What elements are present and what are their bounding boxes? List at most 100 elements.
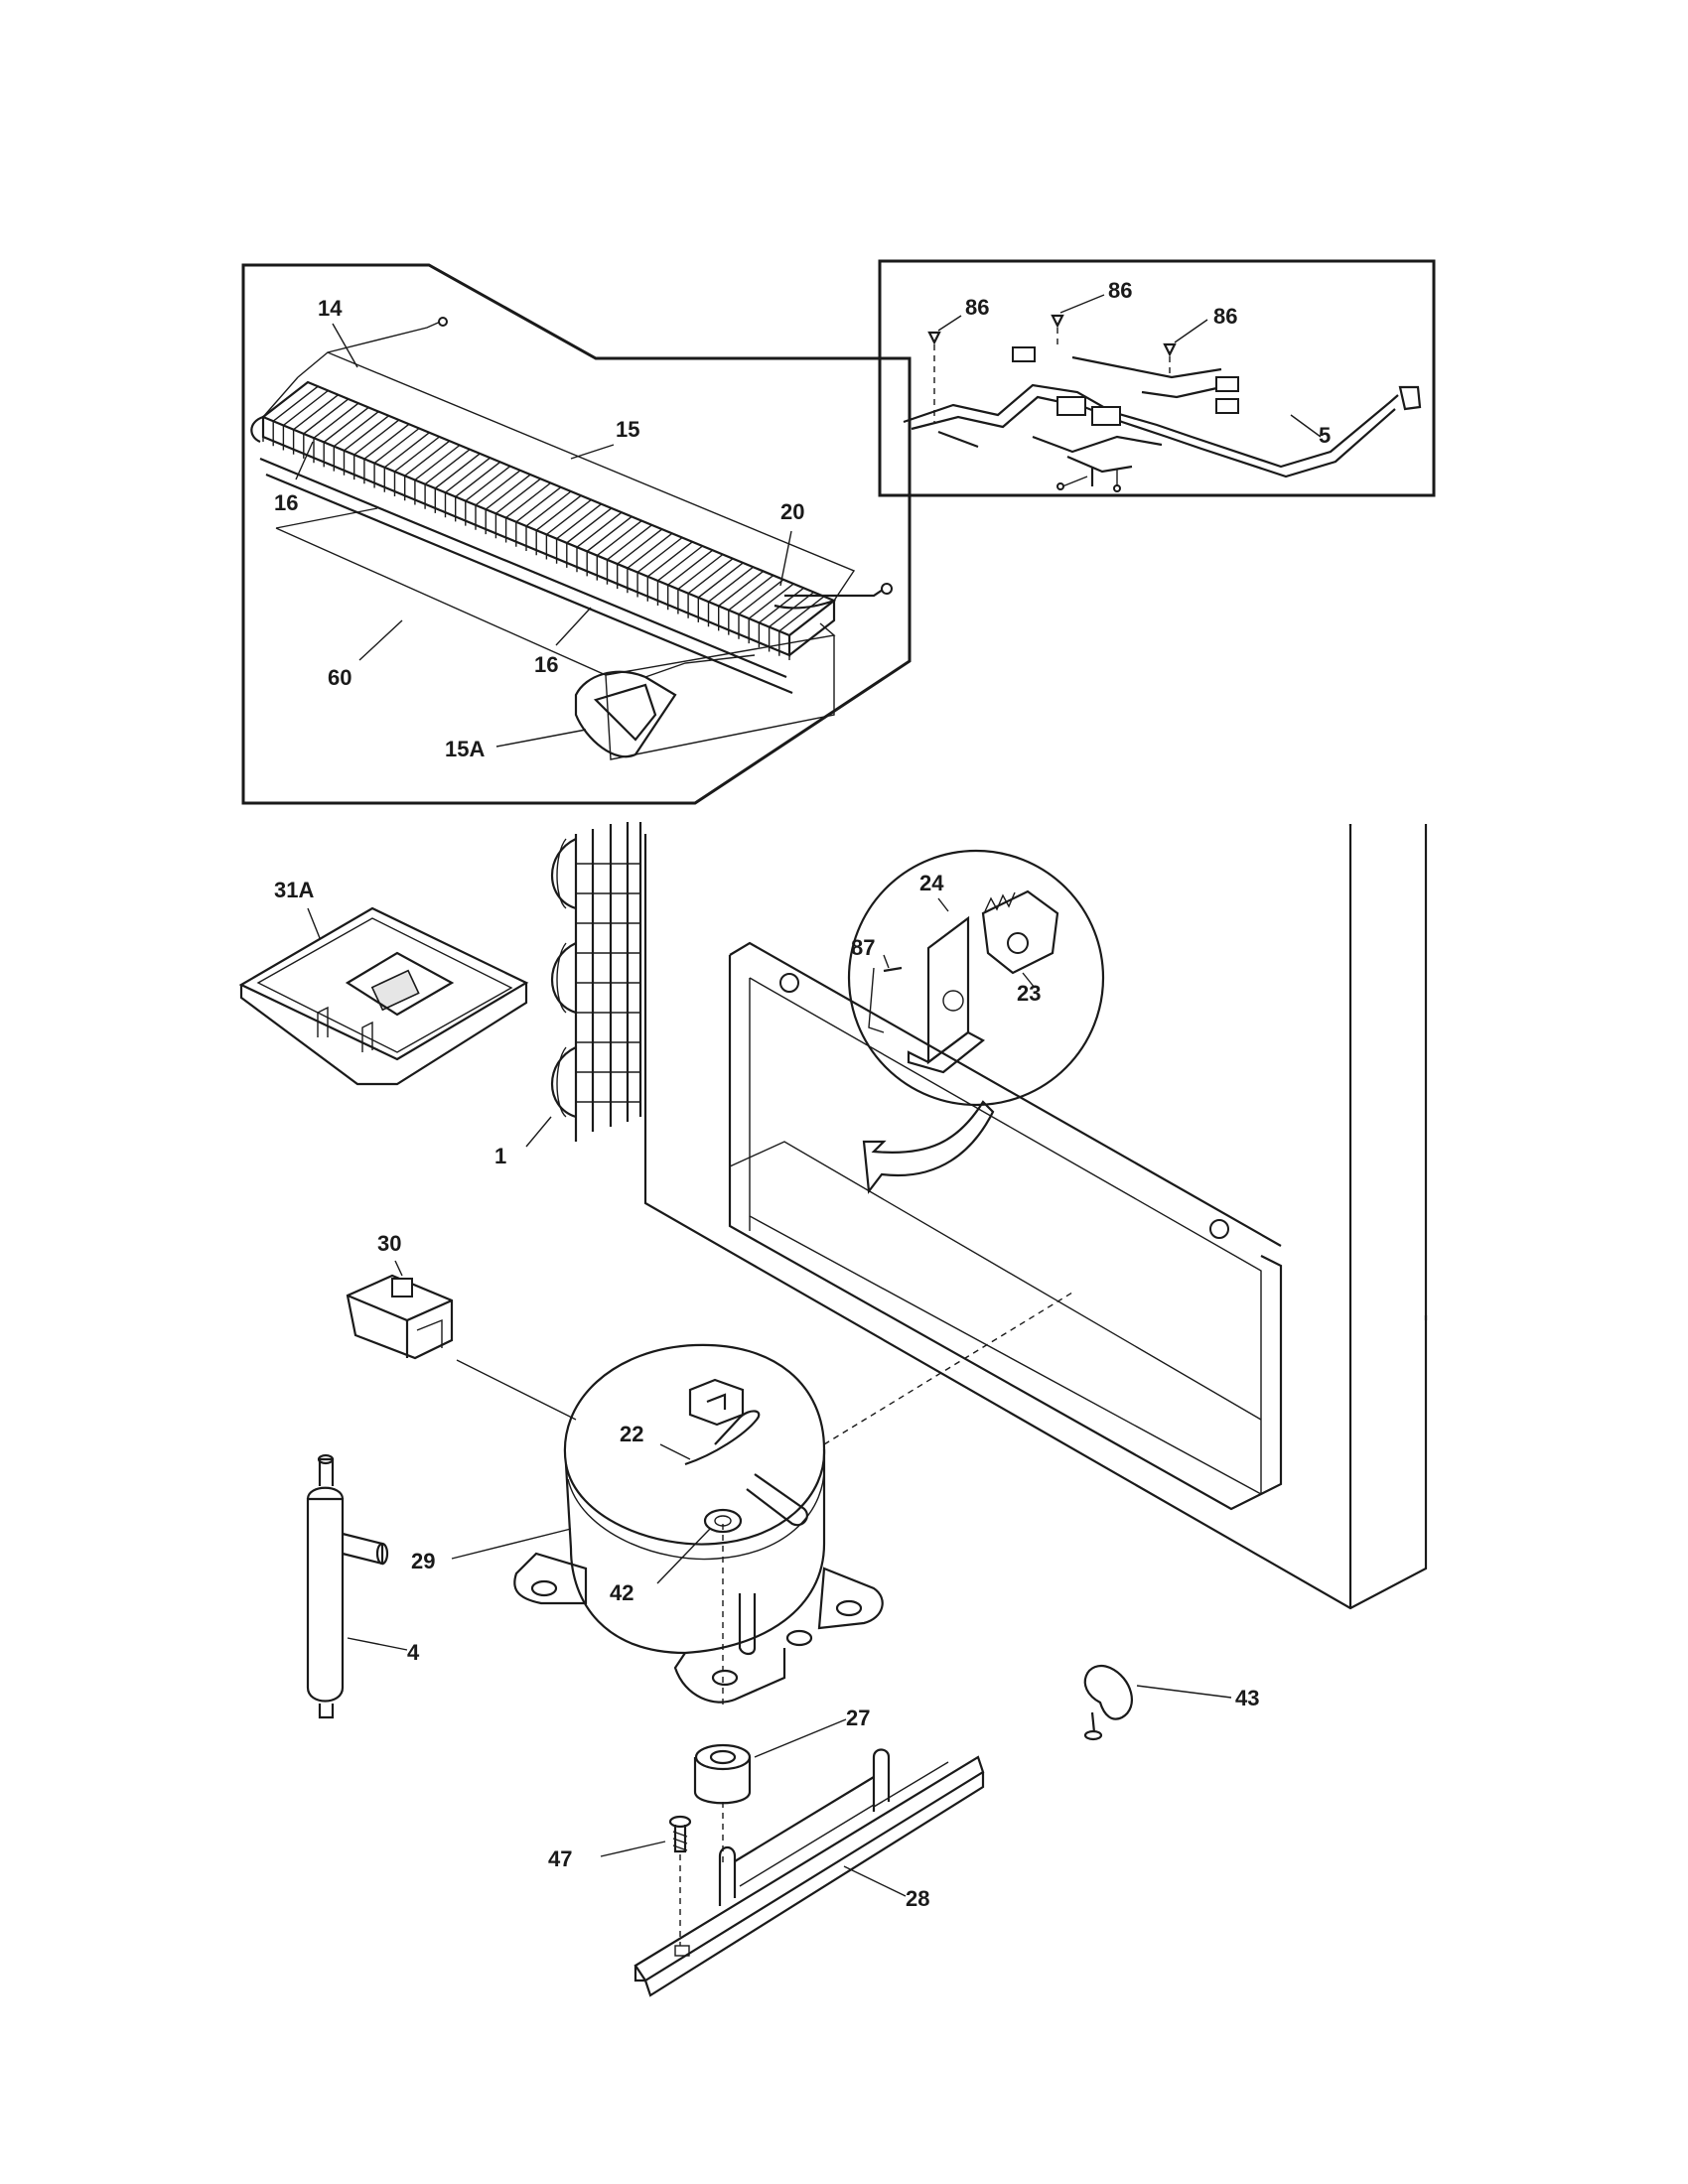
harness-inset-border — [878, 259, 1436, 497]
label-23: 23 — [1017, 981, 1041, 1006]
leader-42 — [656, 1528, 711, 1584]
evaporator-inset — [241, 263, 912, 805]
drain-pan — [275, 527, 836, 676]
evaporator-fin — [475, 470, 521, 530]
evaporator-fin — [383, 432, 430, 492]
leader-4 — [347, 1637, 408, 1651]
label-47: 47 — [548, 1846, 572, 1871]
leader-31a — [307, 907, 321, 939]
label-27: 27 — [846, 1706, 870, 1730]
screw-47 — [600, 1815, 692, 1946]
evaporator-fin — [373, 427, 420, 488]
bracket-28 — [633, 1748, 985, 1997]
evaporator-fin — [555, 503, 603, 564]
leader-15 — [570, 444, 615, 460]
grommet-42 — [703, 1508, 743, 1534]
label-16-right: 16 — [534, 652, 558, 677]
evaporator-fin — [606, 524, 652, 585]
leader-86a — [937, 315, 962, 332]
evaporator-fin — [414, 444, 461, 505]
label-42: 42 — [610, 1580, 633, 1605]
label-24: 24 — [919, 871, 944, 895]
leader-22 — [659, 1443, 691, 1460]
evaporator-fin — [758, 587, 804, 648]
evaporator-fin — [404, 440, 451, 501]
leader-1 — [525, 1116, 552, 1148]
evaporator-fin — [768, 591, 815, 652]
leader-28 — [843, 1865, 907, 1897]
evaporator-fin — [667, 549, 714, 611]
cabinet — [643, 824, 1428, 1610]
label-22: 22 — [620, 1422, 643, 1446]
label-15: 15 — [616, 417, 639, 442]
clip-43 — [1083, 1665, 1232, 1741]
label-28: 28 — [906, 1886, 929, 1911]
label-86-a: 86 — [965, 295, 989, 320]
screw-87 — [883, 966, 903, 973]
leader-16b — [555, 607, 592, 646]
condenser-coil — [525, 822, 642, 1148]
clip-22 — [684, 1410, 761, 1466]
defrost-heater — [574, 654, 756, 758]
evaporator-fin — [282, 389, 329, 451]
label-5: 5 — [1319, 423, 1331, 448]
evaporator-fin — [363, 423, 410, 484]
evaporator-fin — [677, 553, 724, 614]
leader-86b — [1059, 294, 1105, 314]
evaporator-fin — [656, 545, 703, 606]
screw-86-a — [927, 331, 941, 422]
evaporator-fin — [292, 394, 340, 455]
leader-30b — [456, 1359, 577, 1421]
leader-29 — [451, 1528, 572, 1560]
label-20: 20 — [780, 499, 804, 524]
evaporator-fin — [545, 498, 592, 560]
evaporator-fin — [778, 596, 825, 656]
leader-30 — [394, 1260, 403, 1277]
evaporator-fin — [586, 515, 633, 577]
leader-14 — [332, 323, 358, 368]
evaporator-fin — [343, 415, 389, 476]
drier-4 — [306, 1453, 408, 1719]
screw-86-c — [1163, 342, 1177, 375]
label-4: 4 — [407, 1640, 420, 1665]
evaporator-fin — [718, 570, 765, 631]
evaporator-fin — [272, 385, 319, 447]
label-16-left: 16 — [274, 490, 298, 515]
evaporator-fin — [636, 536, 683, 598]
leader-20 — [779, 530, 792, 587]
evaporator-fin — [323, 406, 369, 468]
label-15a: 15A — [445, 737, 485, 761]
leader-43 — [1136, 1685, 1232, 1699]
relay-bracket-24 — [926, 915, 970, 1065]
evaporator-fin — [697, 562, 744, 622]
evaporator-fin — [333, 411, 379, 472]
evaporator-fin — [788, 600, 835, 660]
leader-23 — [1022, 972, 1036, 989]
label-43: 43 — [1235, 1686, 1259, 1710]
wire-harness — [903, 346, 1422, 492]
label-14: 14 — [318, 296, 343, 321]
arrow-icon — [862, 1100, 995, 1194]
evaporator-fin — [303, 398, 350, 459]
evaporator-fin — [646, 541, 693, 602]
part-labels: 14 15 16 20 16 60 15A 86 86 86 5 31A 1 2… — [274, 278, 1331, 1911]
evaporator-fin — [444, 457, 491, 518]
evaporator-fin — [393, 436, 440, 496]
relay-inset-circle — [847, 849, 1105, 1107]
leader-27 — [754, 1718, 847, 1758]
evaporator-fin — [434, 453, 481, 513]
screw-86-b — [1051, 314, 1064, 349]
leader-47 — [600, 1841, 666, 1857]
label-29: 29 — [411, 1549, 435, 1573]
evaporator-fin — [494, 478, 541, 539]
evaporator-fin — [728, 575, 774, 635]
leader-87 — [883, 954, 890, 969]
grommet-27 — [693, 1718, 847, 1866]
evaporator-fin — [738, 579, 784, 639]
label-31a: 31A — [274, 878, 314, 902]
evaporator-fin — [566, 507, 613, 568]
evaporator-fin — [353, 419, 400, 480]
evaporator-fin — [424, 449, 471, 509]
evaporator-fin — [617, 528, 663, 590]
label-87: 87 — [851, 935, 875, 960]
